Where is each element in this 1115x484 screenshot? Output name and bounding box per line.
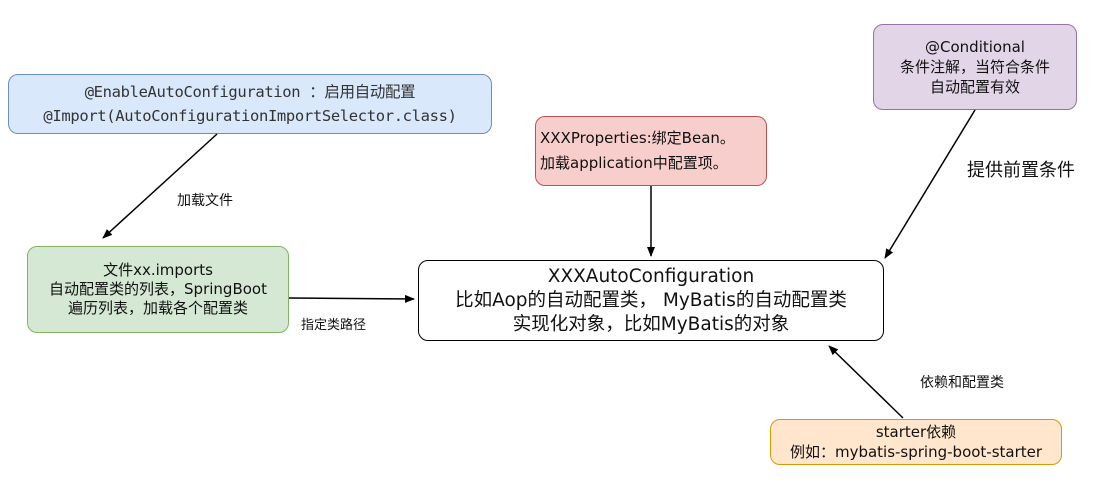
starter-line-2: 例如：mybatis-spring-boot-starter bbox=[789, 443, 1043, 461]
edge-label-dependency: 依赖和配置类 bbox=[920, 375, 1004, 391]
properties-node: XXXProperties:绑定Bean。 加载application中配置项。 bbox=[535, 116, 767, 186]
edge-starter-to-autoconfig bbox=[828, 345, 904, 419]
conditional-line-2: 条件注解，当符合条件 bbox=[899, 58, 1050, 76]
autoconfig-line-1: XXXAutoConfiguration bbox=[547, 265, 755, 287]
conditional-line-1: @Conditional bbox=[925, 38, 1025, 56]
conditional-line-3: 自动配置有效 bbox=[929, 78, 1020, 96]
edge-enable-to-imports bbox=[102, 133, 218, 239]
properties-line-2: 加载application中配置项。 bbox=[540, 154, 728, 172]
edge-label-load-file: 加载文件 bbox=[177, 193, 233, 209]
autoconfiguration-node: XXXAutoConfiguration 比如Aop的自动配置类， MyBati… bbox=[418, 260, 884, 341]
starter-dependency-node: starter依赖 例如：mybatis-spring-boot-starter bbox=[770, 419, 1062, 465]
edge-imports-to-autoconfig bbox=[288, 294, 415, 303]
edge-conditional-to-autoconfig bbox=[884, 109, 976, 259]
enable-line-1: @EnableAutoConfiguration ：启用自动配置 bbox=[84, 83, 416, 101]
imports-line-3: 遍历列表，加载各个配置类 bbox=[67, 299, 248, 317]
edge-label-precondition: 提供前置条件 bbox=[967, 160, 1075, 181]
starter-line-1: starter依赖 bbox=[875, 423, 957, 441]
enable-line-2: @Import(AutoConfigurationImportSelector.… bbox=[43, 107, 457, 125]
imports-line-1: 文件xx.imports bbox=[103, 261, 213, 279]
autoconfig-line-3: 实现化对象，比如MyBatis的对象 bbox=[512, 313, 790, 335]
autoconfig-line-2: 比如Aop的自动配置类， MyBatis的自动配置类 bbox=[455, 289, 847, 311]
enable-autoconfig-node: @EnableAutoConfiguration ：启用自动配置 @Import… bbox=[8, 74, 492, 134]
conditional-node: @Conditional 条件注解，当符合条件 自动配置有效 bbox=[873, 24, 1077, 110]
properties-line-1: XXXProperties:绑定Bean。 bbox=[540, 129, 735, 147]
edge-label-class-path: 指定类路径 bbox=[301, 318, 367, 333]
imports-file-node: 文件xx.imports 自动配置类的列表，SpringBoot 遍历列表，加载… bbox=[27, 246, 289, 333]
imports-line-2: 自动配置类的列表，SpringBoot bbox=[49, 280, 267, 298]
